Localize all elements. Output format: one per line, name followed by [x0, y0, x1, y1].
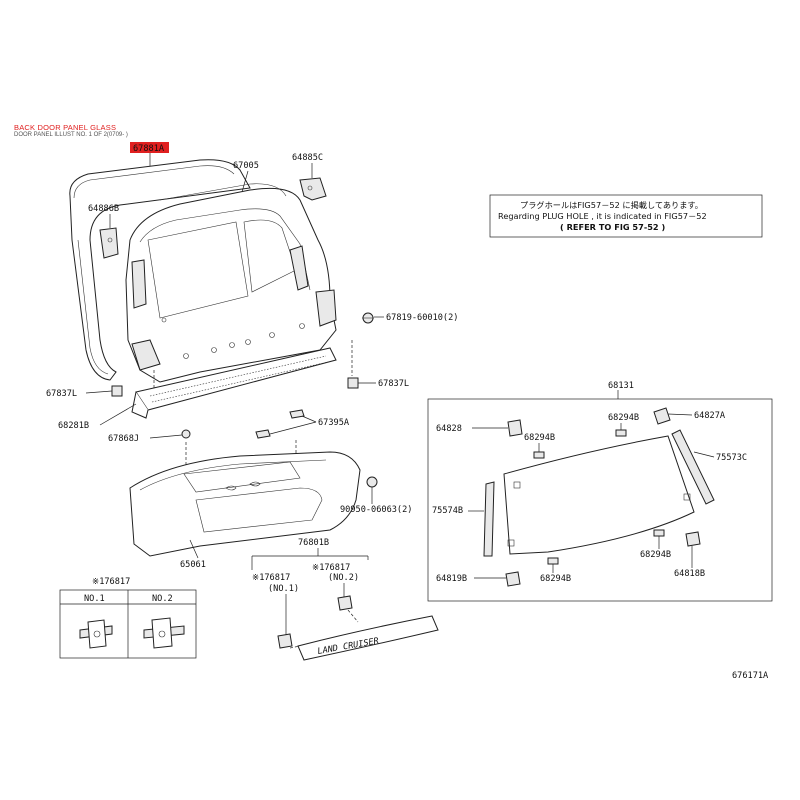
- bracket-67837L-left[interactable]: [111, 385, 123, 397]
- clip-no2-icon: [143, 617, 185, 649]
- clip-76817-no2[interactable]: [337, 595, 353, 611]
- back-door-panel-67005[interactable]: [125, 183, 337, 383]
- clip-67868J[interactable]: [181, 429, 191, 439]
- molding-75573C[interactable]: [671, 429, 715, 505]
- label-65061[interactable]: 65061: [180, 560, 206, 570]
- label-64819B[interactable]: 64819B: [436, 574, 467, 584]
- label-67837L-left[interactable]: 67837L: [46, 389, 77, 399]
- bracket-67837L-right[interactable]: [347, 377, 359, 389]
- lower-panel-65061[interactable]: [129, 451, 361, 557]
- label-68294B-2[interactable]: 68294B: [608, 413, 639, 423]
- hinge-64885C[interactable]: [299, 177, 327, 201]
- clip-67819[interactable]: [362, 312, 374, 324]
- label-68294B-4[interactable]: 68294B: [540, 574, 571, 584]
- clip-no1-icon: [79, 619, 113, 649]
- note-line-japanese: プラグホールはFIG57－52 に掲載してあります。: [520, 200, 703, 210]
- label-67819-60010[interactable]: 67819-60010(2): [386, 313, 458, 323]
- label-76817-no1-variant: (NO.1): [268, 584, 299, 594]
- label-68131[interactable]: 68131: [608, 381, 634, 391]
- highlight-67881A-box[interactable]: [130, 142, 169, 153]
- stopper-64828[interactable]: [507, 419, 523, 437]
- spacer-68294B-4[interactable]: [547, 557, 559, 565]
- label-75573C[interactable]: 75573C: [716, 453, 747, 463]
- hinge-64886B[interactable]: [99, 227, 119, 259]
- molding-75574B[interactable]: [483, 481, 495, 557]
- note-line-refer[interactable]: ( REFER TO FIG 57-52 ): [560, 222, 665, 232]
- back-glass-68131[interactable]: [503, 435, 695, 555]
- legend-title: ※176817: [92, 577, 130, 587]
- label-67395A[interactable]: 67395A: [318, 418, 350, 428]
- label-64818B[interactable]: 64818B: [674, 569, 705, 579]
- diagram-title: BACK DOOR PANEL GLASS: [14, 123, 117, 132]
- label-64827A[interactable]: 64827A: [694, 411, 726, 421]
- garnish-68281B[interactable]: [131, 347, 337, 419]
- glass-group-box: [427, 398, 773, 602]
- label-67868J[interactable]: 67868J: [108, 434, 139, 444]
- spacer-68294B-1[interactable]: [533, 451, 545, 459]
- label-67837L-right[interactable]: 67837L: [378, 379, 409, 389]
- note-line-english: Regarding PLUG HOLE , it is indicated in…: [498, 211, 707, 221]
- legend-box-76817: ※176817 NO.1 NO.2: [59, 577, 197, 659]
- emblem-land-cruiser[interactable]: LAND CRUISER: [297, 615, 439, 661]
- note-box: プラグホールはFIG57－52 に掲載してあります。 Regarding PLU…: [489, 194, 763, 238]
- label-68294B-1[interactable]: 68294B: [524, 433, 555, 443]
- spacer-68294B-3[interactable]: [653, 529, 665, 537]
- label-76817-no1[interactable]: ※176817: [252, 573, 290, 583]
- stopper-64818B[interactable]: [685, 531, 701, 547]
- label-67005[interactable]: 67005: [233, 161, 259, 171]
- label-76817-no2-variant: (NO.2): [328, 573, 359, 583]
- clip-76817-no1[interactable]: [277, 633, 293, 649]
- pad-67395A[interactable]: [255, 409, 305, 439]
- label-68294B-3[interactable]: 68294B: [640, 550, 671, 560]
- screw-90950-06063[interactable]: [366, 476, 378, 488]
- label-67881A[interactable]: 67881A: [133, 144, 165, 154]
- spacer-68294B-2[interactable]: [615, 429, 627, 437]
- diagram-subtitle: DOOR PANEL ILLUST NO. 1 OF 2(0709- ): [14, 132, 128, 138]
- label-64885C[interactable]: 64885C: [292, 153, 323, 163]
- label-68281B[interactable]: 68281B: [58, 421, 89, 431]
- label-64886B[interactable]: 64886B: [88, 204, 119, 214]
- label-64828[interactable]: 64828: [436, 424, 462, 434]
- stopper-64819B[interactable]: [505, 571, 521, 587]
- stopper-64827A[interactable]: [653, 407, 671, 425]
- figure-id: 676171A: [732, 671, 769, 681]
- label-75574B[interactable]: 75574B: [432, 506, 463, 516]
- weatherstrip-67881A[interactable]: [69, 159, 251, 381]
- legend-col-no1: NO.1: [84, 594, 105, 604]
- label-76817-no2[interactable]: ※176817: [312, 563, 350, 573]
- label-76801B[interactable]: 76801B: [298, 538, 329, 548]
- label-90950-06063[interactable]: 90950-06063(2): [340, 505, 412, 515]
- legend-col-no2: NO.2: [152, 594, 173, 604]
